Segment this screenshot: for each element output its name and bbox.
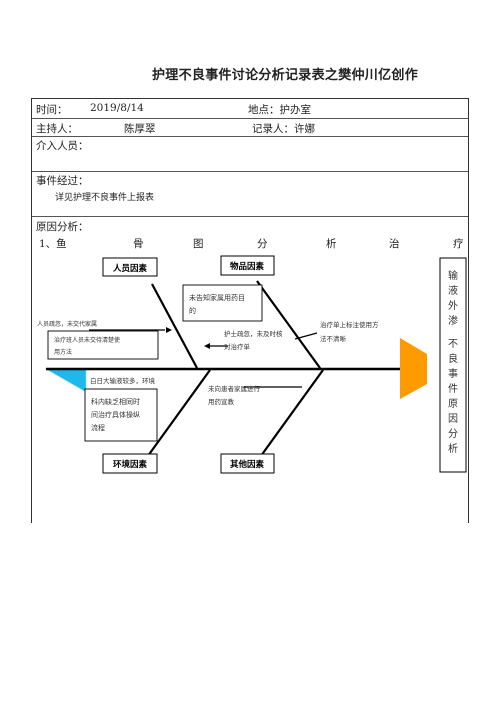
time-label: 时间： [36, 104, 68, 116]
head-label-char: 液 [448, 284, 458, 297]
time-row: 时间： 2019/8/14 地点：护办室 [32, 99, 468, 119]
event-label: 事件经过： [36, 175, 89, 187]
cause-3-line-2: 用方法 [54, 348, 72, 356]
cause-3-line-1: 治疗班人员未交待清楚使 [54, 336, 120, 344]
head-label-char: 分 [448, 428, 458, 440]
bone-material [256, 280, 321, 369]
arrow-material [294, 332, 318, 340]
category-box-environment [102, 453, 158, 474]
record-form: 时间： 2019/8/14 地点：护办室 主持人： 陈厚翠 记录人：许娜 介入人… [31, 98, 469, 523]
method-char: 图 [193, 238, 204, 250]
cause-5-line-2: 法不清晰 [320, 334, 347, 343]
fish-tail [44, 368, 87, 393]
category-person: 人员因素 [113, 263, 148, 274]
head-label-char: 析 [448, 442, 458, 455]
head-label-box [439, 257, 467, 473]
cause-6: 白日大输液较多，环境 [90, 376, 156, 385]
fishbone-diagram: 人员因素 物品因素 环境因素 其他因素 未告知家属用药目 的 人员疏忽，未交代家… [32, 251, 468, 521]
time-value: 2019/8/14 [90, 102, 144, 114]
event-row: 事件经过： 详见护理不良事件上报表 [32, 172, 468, 217]
place-text: 地点：护办室 [248, 104, 311, 116]
cause-label: 原因分析： [36, 221, 89, 233]
method-char: 疗 [453, 238, 464, 250]
method-char: 1、鱼 [39, 238, 67, 250]
arrow-head [166, 327, 172, 333]
head-label-char: 渗 [448, 314, 458, 327]
head-label-char: 原 [448, 398, 458, 410]
cause-7-line-1: 科内缺乏相同时 [91, 397, 140, 406]
recorder-text: 记录人：许娜 [252, 123, 315, 135]
method-char: 析 [326, 238, 337, 250]
category-other: 其他因素 [230, 459, 265, 470]
page-title: 护理不良事件讨论分析记录表之樊仲川亿创作 [152, 68, 419, 83]
cause-2: 人员疏忽，未交代家属 [37, 320, 97, 328]
cause-7-line-2: 间治疗具体操纵 [91, 410, 140, 419]
bone-environment [144, 369, 211, 461]
head-label-char: 事 [448, 367, 458, 380]
cause-box-7 [84, 388, 158, 442]
cause-1-line-1: 未告知家属用药目 [189, 293, 245, 302]
fish-head [400, 338, 427, 399]
cause-8-line-1: 未向患者家属进行 [208, 384, 261, 393]
category-box-other [220, 453, 275, 474]
participants-row: 介入人员： [32, 137, 468, 172]
arrow-head [204, 343, 210, 349]
method-char: 治 [389, 238, 400, 250]
head-label-char: 因 [448, 413, 458, 425]
cause-1-line-2: 的 [189, 306, 196, 315]
participants-label: 介入人员： [36, 140, 89, 152]
cause-5-line-1: 治疗单上标注使用方 [320, 320, 379, 329]
category-material: 物品因素 [230, 261, 265, 272]
host-value: 陈厚翠 [124, 123, 156, 135]
cause-4-line-1: 护士疏忽，未及时核 [224, 329, 283, 338]
head-label-char: 良 [448, 352, 458, 365]
cause-box-3 [47, 330, 159, 360]
category-environment: 环境因素 [113, 459, 148, 470]
cause-8-line-2: 用药宣教 [208, 397, 235, 406]
head-label-char: 件 [448, 383, 458, 395]
host-row: 主持人： 陈厚翠 记录人：许娜 [32, 119, 468, 137]
head-label-char: 输 [448, 269, 458, 282]
method-char: 分 [257, 238, 268, 250]
cause-4-line-2: 对治疗单 [224, 342, 251, 351]
category-box-person [102, 257, 158, 277]
event-detail: 详见护理不良事件上报表 [55, 193, 155, 203]
cause-7-line-3: 流程 [91, 423, 105, 432]
bone-other [257, 369, 324, 461]
host-label: 主持人： [36, 123, 78, 135]
bone-person [151, 283, 198, 369]
head-label-char: 不 [448, 339, 458, 350]
method-char: 骨 [133, 238, 144, 250]
head-label-char: 外 [448, 300, 458, 312]
category-box-material [220, 255, 275, 276]
cause-box-1 [182, 284, 263, 322]
